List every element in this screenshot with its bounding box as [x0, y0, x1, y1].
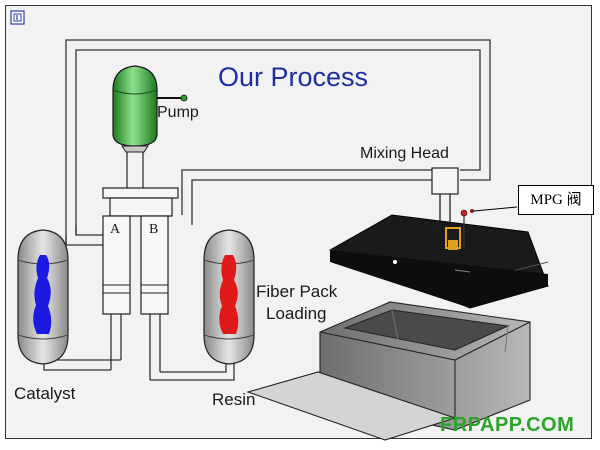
fiber-pack-sheet: [246, 371, 457, 441]
fiber-pack-label-line1: Fiber Pack: [256, 282, 338, 301]
pipe-pump-down: [126, 150, 144, 188]
resin-fluid: [219, 255, 239, 334]
pipe-to-mixing-head: [181, 169, 432, 225]
corner-logo-icon: [10, 10, 25, 25]
cylinder-b: [140, 215, 169, 380]
resin-label: Resin: [212, 390, 256, 409]
pipe-b-to-resin: [150, 362, 235, 381]
resin-tank: [203, 229, 255, 365]
catalyst-fluid: [33, 255, 52, 334]
mpg-callout-arrow: [470, 206, 518, 213]
page-title: Our Process: [218, 62, 369, 92]
catalyst-label: Catalyst: [14, 384, 76, 403]
mold-nozzle: [445, 209, 468, 250]
mpg-valve-callout: MPG 阀: [518, 185, 594, 215]
pump: [112, 65, 188, 153]
mixing-head: [431, 167, 459, 232]
catalyst-tank: [17, 229, 69, 365]
crossbar: [102, 187, 179, 217]
watermark: FRPAPP.COM: [440, 414, 575, 436]
fiber-pack-label-line2: Loading: [266, 304, 327, 323]
cylinder-b-label: B: [149, 222, 159, 237]
mold-top: [328, 214, 549, 309]
pipe-outer-loop: [65, 39, 491, 245]
pump-label: Pump: [157, 104, 199, 121]
cylinder-a-label: A: [110, 222, 121, 237]
pipe-a-return: [65, 225, 103, 246]
cylinder-a: [102, 215, 131, 370]
mixing-head-label: Mixing Head: [360, 145, 449, 162]
